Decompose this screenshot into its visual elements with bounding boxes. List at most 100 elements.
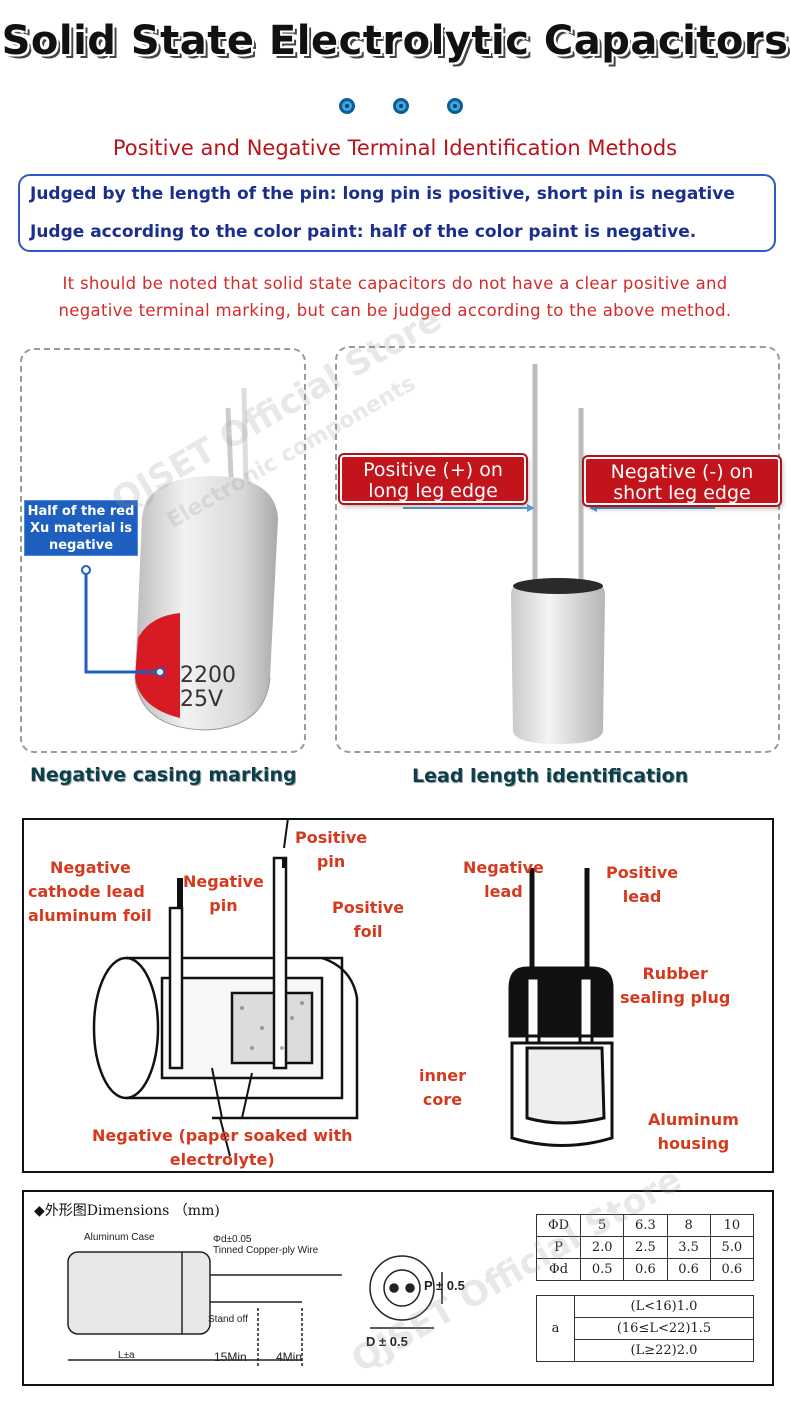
capacitor-leads-illustration	[403, 364, 715, 744]
label-line: Negative (paper soaked with	[92, 1126, 353, 1145]
label-line: sealing plug	[620, 988, 731, 1007]
label-line: Tinned Copper-ply Wire	[213, 1245, 319, 1256]
structure-panel	[22, 818, 774, 1173]
capacitor-value-label: 2200 25V	[180, 664, 236, 712]
table-cell: 8	[666, 1214, 711, 1237]
table-cell: 0.6	[623, 1258, 668, 1281]
negative-pin-label: Negative pin	[183, 870, 264, 918]
wire-spec-label: Φd±0.05 Tinned Copper-ply Wire	[213, 1234, 318, 1256]
label-line: pin	[209, 896, 238, 915]
rubber-plug-label: Rubber sealing plug	[620, 962, 730, 1010]
positive-lead-label: Positive lead	[606, 861, 678, 909]
tag-line: Xu material is	[30, 521, 132, 536]
label-line: foil	[353, 922, 383, 941]
table-cell: 0.6	[666, 1258, 711, 1281]
positive-pin-label: Positive pin	[295, 826, 367, 874]
capacitance: 2200	[180, 663, 236, 688]
lead-caption: Lead length identification	[412, 765, 689, 787]
table-cell: Φd	[535, 1258, 582, 1281]
label-line: Negative	[183, 872, 264, 891]
table-cell: 5	[580, 1214, 625, 1237]
label-line: Positive	[332, 898, 405, 917]
table-cell: P	[535, 1236, 582, 1259]
table-cell: 5.0	[709, 1236, 755, 1259]
page-title: Solid State Electrolytic Capacitors	[1, 18, 789, 64]
stand-off-label: Stand off	[208, 1314, 248, 1325]
capacitor-casing-illustration	[81, 387, 278, 731]
negative-cathode-label: Negative cathode lead aluminum foil	[28, 856, 152, 928]
table-cell: 0.6	[709, 1258, 755, 1281]
info-box	[18, 174, 776, 252]
tag-line: negative	[48, 538, 114, 553]
table-cell: 6.3	[623, 1214, 668, 1237]
label-line: core	[422, 1090, 463, 1109]
label-line: Rubber	[642, 964, 708, 983]
info-line-pin-length: Judged by the length of the pin: long pi…	[30, 184, 735, 204]
p-tolerance-label: P ± 0.5	[424, 1278, 465, 1293]
positive-foil-label: Positive foil	[332, 896, 404, 944]
aluminum-housing-label: Aluminum housing	[648, 1108, 739, 1156]
note-line-1: It should be noted that solid state capa…	[62, 274, 728, 293]
min4-label: 4Min	[276, 1350, 303, 1364]
label-line: pin	[316, 852, 346, 871]
min15-label: 15Min	[214, 1350, 247, 1364]
label-line: Positive	[295, 828, 368, 847]
label-line: electrolyte)	[169, 1150, 275, 1169]
section-subtitle: Positive and Negative Terminal Identific…	[112, 136, 678, 160]
label-line: inner	[419, 1066, 467, 1085]
length-label: L±a	[118, 1350, 135, 1361]
label-line: Negative	[463, 858, 544, 877]
table-row: Φd 0.5 0.6 0.6 0.6	[535, 1258, 755, 1281]
negative-lead-label: Negative lead	[463, 856, 544, 904]
tag-line: Half of the red	[27, 504, 135, 519]
label-line: Positive	[606, 863, 679, 882]
table-row: ΦD 5 6.3 8 10	[535, 1214, 755, 1237]
dimensions-panel	[22, 1190, 774, 1386]
table-cell: ΦD	[535, 1214, 582, 1237]
tag-line: short leg edge	[613, 482, 751, 504]
tag-line: long leg edge	[368, 480, 498, 502]
label-line: Negative	[50, 858, 131, 877]
table-cell: 10	[709, 1214, 755, 1237]
label-line: Aluminum	[648, 1110, 739, 1129]
label-line: cathode lead	[28, 882, 145, 901]
label-line: lead	[484, 882, 523, 901]
table-cell: 3.5	[666, 1236, 711, 1259]
tag-line: Negative (-) on	[610, 461, 754, 483]
table-row: P 2.0 2.5 3.5 5.0	[535, 1236, 755, 1259]
d-tolerance-label: D ± 0.5	[366, 1334, 408, 1349]
table-row: a (L<16)1.0	[536, 1295, 754, 1362]
table-cell: (L≥22)2.0	[574, 1339, 754, 1362]
dimension-drawing	[67, 1251, 443, 1366]
table-cell: a	[536, 1295, 575, 1362]
casing-caption: Negative casing marking	[30, 764, 297, 786]
red-marking-tag: Half of the red Xu material is negative	[24, 500, 138, 556]
spec-table-diameter: ΦD 5 6.3 8 10 P 2.0 2.5 3.5 5.0 Φd 0.5 0…	[535, 1214, 755, 1281]
table-cell: (L<16)1.0	[574, 1295, 754, 1318]
dot-icon	[339, 98, 355, 114]
casing-photo-frame	[20, 348, 306, 753]
voltage: 25V	[180, 687, 224, 712]
aluminum-case-label: Aluminum Case	[84, 1232, 155, 1243]
dot-icon	[393, 98, 409, 114]
table-cell: 2.0	[580, 1236, 625, 1259]
paper-electrolyte-label: Negative (paper soaked with electrolyte)	[92, 1124, 353, 1172]
info-line-color-paint: Judge according to the color paint: half…	[30, 222, 697, 242]
positive-lead-tag: Positive (+) on long leg edge	[340, 455, 526, 503]
tag-line: Positive (+) on	[363, 459, 503, 481]
inner-core-label: inner core	[419, 1064, 466, 1112]
label-line: lead	[622, 887, 662, 906]
table-row: (L≥22)2.0	[537, 1339, 754, 1362]
dot-icon	[447, 98, 463, 114]
lead-photo-frame	[335, 346, 780, 753]
spec-table-a: a (L<16)1.0 (16≤L<22)1.5 (L≥22)2.0	[536, 1295, 754, 1362]
dimensions-title: ◆外形图Dimensions （mm)	[34, 1203, 220, 1219]
note-line-2: negative terminal marking, but can be ju…	[58, 301, 732, 320]
negative-lead-tag: Negative (-) on short leg edge	[584, 457, 780, 505]
table-cell: (16≤L<22)1.5	[574, 1317, 754, 1340]
table-cell: 2.5	[623, 1236, 668, 1259]
label-line: Φd±0.05	[213, 1234, 252, 1245]
structure-diagram	[92, 818, 614, 1157]
label-line: housing	[657, 1134, 730, 1153]
label-line: aluminum foil	[28, 906, 152, 925]
